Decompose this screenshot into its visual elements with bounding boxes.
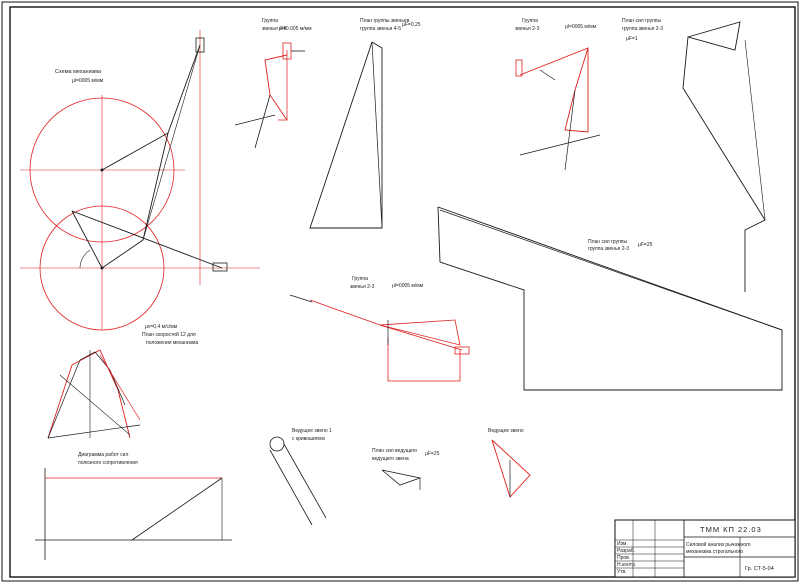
plan45-sub: группа звенья 4-5 [360, 26, 401, 32]
speed-sub: План скоростей 12 для [142, 331, 196, 338]
stamp-code: ТММ КП 22.03 [700, 525, 762, 534]
group-4-5: Группа звенья 4-5 μl=0.005 м/мм [234, 18, 312, 149]
plan23-title: План сил группы [622, 18, 662, 24]
title-block: ТММ КП 22.03 Силовой анализ рычажного ме… [614, 519, 796, 578]
work-diagram: Диаграмма работ сил полезного сопротивле… [35, 452, 232, 560]
stamp-row5: Утв. [617, 569, 627, 575]
lead2-title: Ведущее звено [488, 428, 524, 434]
plan23b-title: План сил группы [588, 239, 628, 245]
scheme-title: Схема механизма [55, 69, 102, 75]
speed-sub2: положения механизма [146, 340, 198, 346]
lead-title: Ведущее звено 1 [292, 428, 332, 434]
lead-sub: с кривошипом [292, 436, 325, 442]
diagram-title: Диаграмма работ сил [78, 452, 128, 458]
lead-force-plan: План сил ведущего ведущего звена μF=25 [372, 448, 440, 490]
group45-sub: звенья 4-5 [262, 26, 287, 32]
stamp-group: Гр. СТ-5-04 [745, 566, 774, 572]
inner-frame [9, 6, 796, 578]
group23b-scale: μl=0005 м/мм [392, 283, 424, 289]
force-plan-2-3-top: План сил группы группа звенья 2-3 μF=1 [622, 18, 766, 292]
leadplan-title: План сил ведущего [372, 448, 417, 454]
diagram-sub: полезного сопротивления [78, 460, 138, 466]
speed-plan: μv=0,4 м/с/мм План скоростей 12 для поло… [47, 324, 198, 439]
stamp-row3: Пров. [617, 555, 630, 561]
stamp-desc2: механизма строгального [686, 549, 743, 555]
group-2-3-mid: Группа звенья 2-3 μl=0005 м/мм [289, 276, 470, 382]
scheme-scale: μl=0005 м/мм [72, 78, 104, 84]
force-plan-2-3-large: План сил группы группа звенья 2-3 μF=25 [437, 206, 783, 391]
group-2-3-top: Группа звенья 2-3 μl=0005 м/мм [515, 18, 601, 171]
plan45-scale: μF=0,25 [402, 22, 421, 28]
group23b-title: Группа [352, 276, 368, 282]
leadplan-scale: μF=25 [425, 451, 440, 457]
speed-title: μv=0,4 м/с/мм [145, 324, 178, 330]
group23-sub: звенья 2-3 [515, 26, 540, 32]
mechanism-scheme: Схема механизма μl=0005 м/мм [20, 30, 260, 331]
group45-scale: μl=0.005 м/мм [279, 26, 312, 32]
force-plan-4-5: План группы звеньев группа звенья 4-5 μF… [309, 18, 421, 229]
stamp-desc1: Силовой анализ рычажного [686, 541, 751, 548]
leadplan-sub: ведущего звена [372, 456, 409, 462]
plan23-scale: μF=1 [626, 36, 638, 42]
group45-title: Группа [262, 18, 278, 24]
group23b-sub: звенья 2-3 [350, 284, 375, 290]
plan23b-sub: группа звенья 2-3 [588, 246, 629, 252]
plan45-title: План группы звеньев [360, 18, 410, 24]
stamp-row1: Изм. [617, 541, 628, 547]
group23-scale: μl=0005 м/мм [565, 24, 597, 30]
lead-link: Ведущее звено 1 с кривошипом [269, 428, 332, 526]
stamp-row4: Н.контр. [617, 562, 636, 568]
lead-link-2: Ведущее звено [488, 428, 531, 498]
group23-title: Группа [522, 18, 538, 24]
plan23-sub: группа звенья 2-3 [622, 26, 663, 32]
plan23b-scale: μF=25 [638, 242, 653, 248]
stamp-row2: Разраб. [617, 548, 635, 554]
